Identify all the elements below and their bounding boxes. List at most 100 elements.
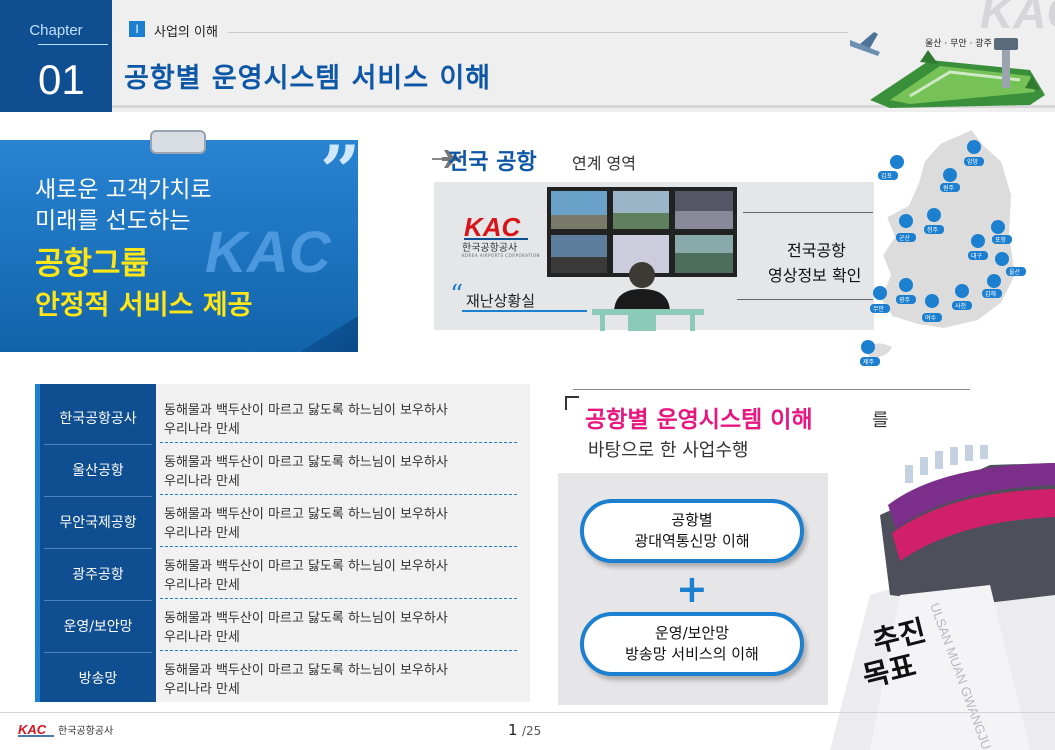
table-row-label: 무안국제공항: [59, 515, 137, 531]
svg-text:양양: 양양: [967, 158, 979, 166]
svg-text:여수: 여수: [925, 314, 937, 322]
row-separator: [44, 444, 152, 445]
banner-highlight: 공항그룹: [35, 246, 150, 282]
svg-text:김해: 김해: [985, 290, 996, 298]
org-name: 한국공항공사: [462, 243, 518, 254]
plus-icon: +: [676, 567, 708, 611]
network-title: 전국 공항: [448, 150, 537, 175]
banner-line-4: 안정적 서비스 제공: [35, 290, 253, 321]
svg-text:광주: 광주: [899, 297, 911, 304]
verify-line-1: 전국공항: [787, 241, 846, 260]
row-separator: [44, 652, 152, 653]
chapter-label: Chapter: [29, 22, 83, 39]
svg-text:울산: 울산: [1009, 268, 1021, 276]
airport-marker-muan: 무안: [870, 286, 890, 313]
goal-top-rule: [573, 389, 970, 390]
ops-quote-icon: “: [450, 280, 464, 310]
table-accent-stripe: [35, 384, 40, 702]
table-row-label: 운영/보안망: [63, 619, 133, 635]
goal-subtitle: 바탕으로 한 사업수행: [588, 440, 749, 461]
svg-text:사천: 사천: [955, 302, 966, 310]
airport-marker-wonju: 원주: [940, 168, 960, 192]
page-total: /25: [522, 724, 542, 738]
svg-text:제주: 제주: [863, 358, 875, 366]
connector-line: [743, 212, 873, 213]
row-separator: [44, 600, 152, 601]
operator-illustration: [592, 262, 704, 331]
svg-text:김포: 김포: [881, 173, 893, 180]
row-separator: [160, 494, 517, 495]
page-number: 1: [508, 721, 518, 739]
connector-line: [737, 299, 873, 300]
network-title-suffix: 연계 영역: [572, 154, 636, 173]
banner-shade: [0, 140, 358, 352]
row-separator: [160, 546, 517, 547]
airport-marker-daegu: 대구: [968, 234, 988, 260]
airport-marker-gimhae: 김해: [982, 274, 1002, 298]
goal-bracket: [565, 396, 579, 410]
quote-mark-icon: ”: [320, 130, 361, 213]
table-row-label: 광주공항: [72, 567, 124, 583]
kac-logo: KAC: [464, 212, 528, 242]
footer-kac-logo: KAC: [18, 722, 54, 737]
row-separator: [160, 650, 517, 651]
airport-marker-jeju: 제주: [860, 340, 880, 366]
airport-marker-gunsan: 군산: [896, 214, 916, 242]
region-label: 울산 · 무안 · 광주: [925, 37, 992, 49]
control-tower-illustration: ULSAN MUAN GWANGJU: [830, 445, 1055, 750]
airport-marker-pohang: 포항: [991, 220, 1012, 244]
row-separator: [160, 598, 517, 599]
table-row-label: 울산공항: [72, 463, 124, 479]
svg-text:KAC: KAC: [464, 212, 522, 242]
svg-text:군산: 군산: [899, 234, 911, 242]
banner-line-1: 새로운 고객가치로: [35, 177, 212, 203]
header-watermark: KAC: [980, 0, 1055, 38]
svg-text:청주: 청주: [927, 227, 939, 234]
row-separator: [160, 442, 517, 443]
table-label-column: [40, 384, 156, 702]
svg-text:KAC: KAC: [205, 220, 332, 285]
goal-title-suffix: 를: [872, 410, 889, 431]
airport-marker-cheongju: 청주: [924, 208, 944, 234]
airport-marker-yangyang: 양양: [964, 140, 984, 166]
row-separator: [44, 548, 152, 549]
svg-text:대구: 대구: [971, 252, 983, 260]
table-row-label: 방송망: [78, 671, 118, 687]
table-row-label: 한국공항공사: [59, 411, 137, 427]
monitor-wall-image: [547, 187, 737, 277]
korea-airport-map: 양양 김포 원주 청주 군산 포항 대구 울산 김해 광주 무안 사천 여수 제…: [860, 127, 1026, 366]
row-separator: [44, 496, 152, 497]
slogan-banner: [0, 140, 358, 352]
header-underline: [112, 105, 1055, 108]
svg-text:포항: 포항: [995, 236, 1007, 244]
svg-text:무안: 무안: [873, 305, 885, 313]
airport-marker-gwangju: 광주: [896, 278, 916, 304]
ops-underline: [462, 310, 587, 312]
chapter-number: 01: [38, 56, 85, 103]
footer-rule: [0, 712, 1055, 713]
org-name-en: KOREA AIRPORTS CORPORATION: [462, 253, 540, 258]
page-title: 공항별 운영시스템 서비스 이해: [124, 63, 492, 94]
verify-line-2: 영상정보 확인: [768, 266, 862, 285]
section-roman-badge: I: [129, 21, 145, 37]
svg-text:KAC: KAC: [18, 722, 47, 737]
airplane-arrow-icon: [432, 150, 462, 168]
chapter-box: [0, 0, 112, 112]
airport-marker-gimpo: 김포: [878, 155, 904, 180]
banner-watermark-logo: KAC: [205, 220, 332, 285]
section-label: 사업의 이해: [154, 25, 218, 40]
footer-org-name: 한국공항공사: [58, 726, 114, 737]
airport-illustration: KAC 울산 · 무안 · 광주: [850, 0, 1055, 108]
section-divider: [228, 32, 848, 33]
goal-title: 공항별 운영시스템 이해: [585, 407, 813, 433]
binder-clip-icon: [150, 130, 206, 154]
airport-marker-yeosu: 여수: [922, 294, 942, 322]
